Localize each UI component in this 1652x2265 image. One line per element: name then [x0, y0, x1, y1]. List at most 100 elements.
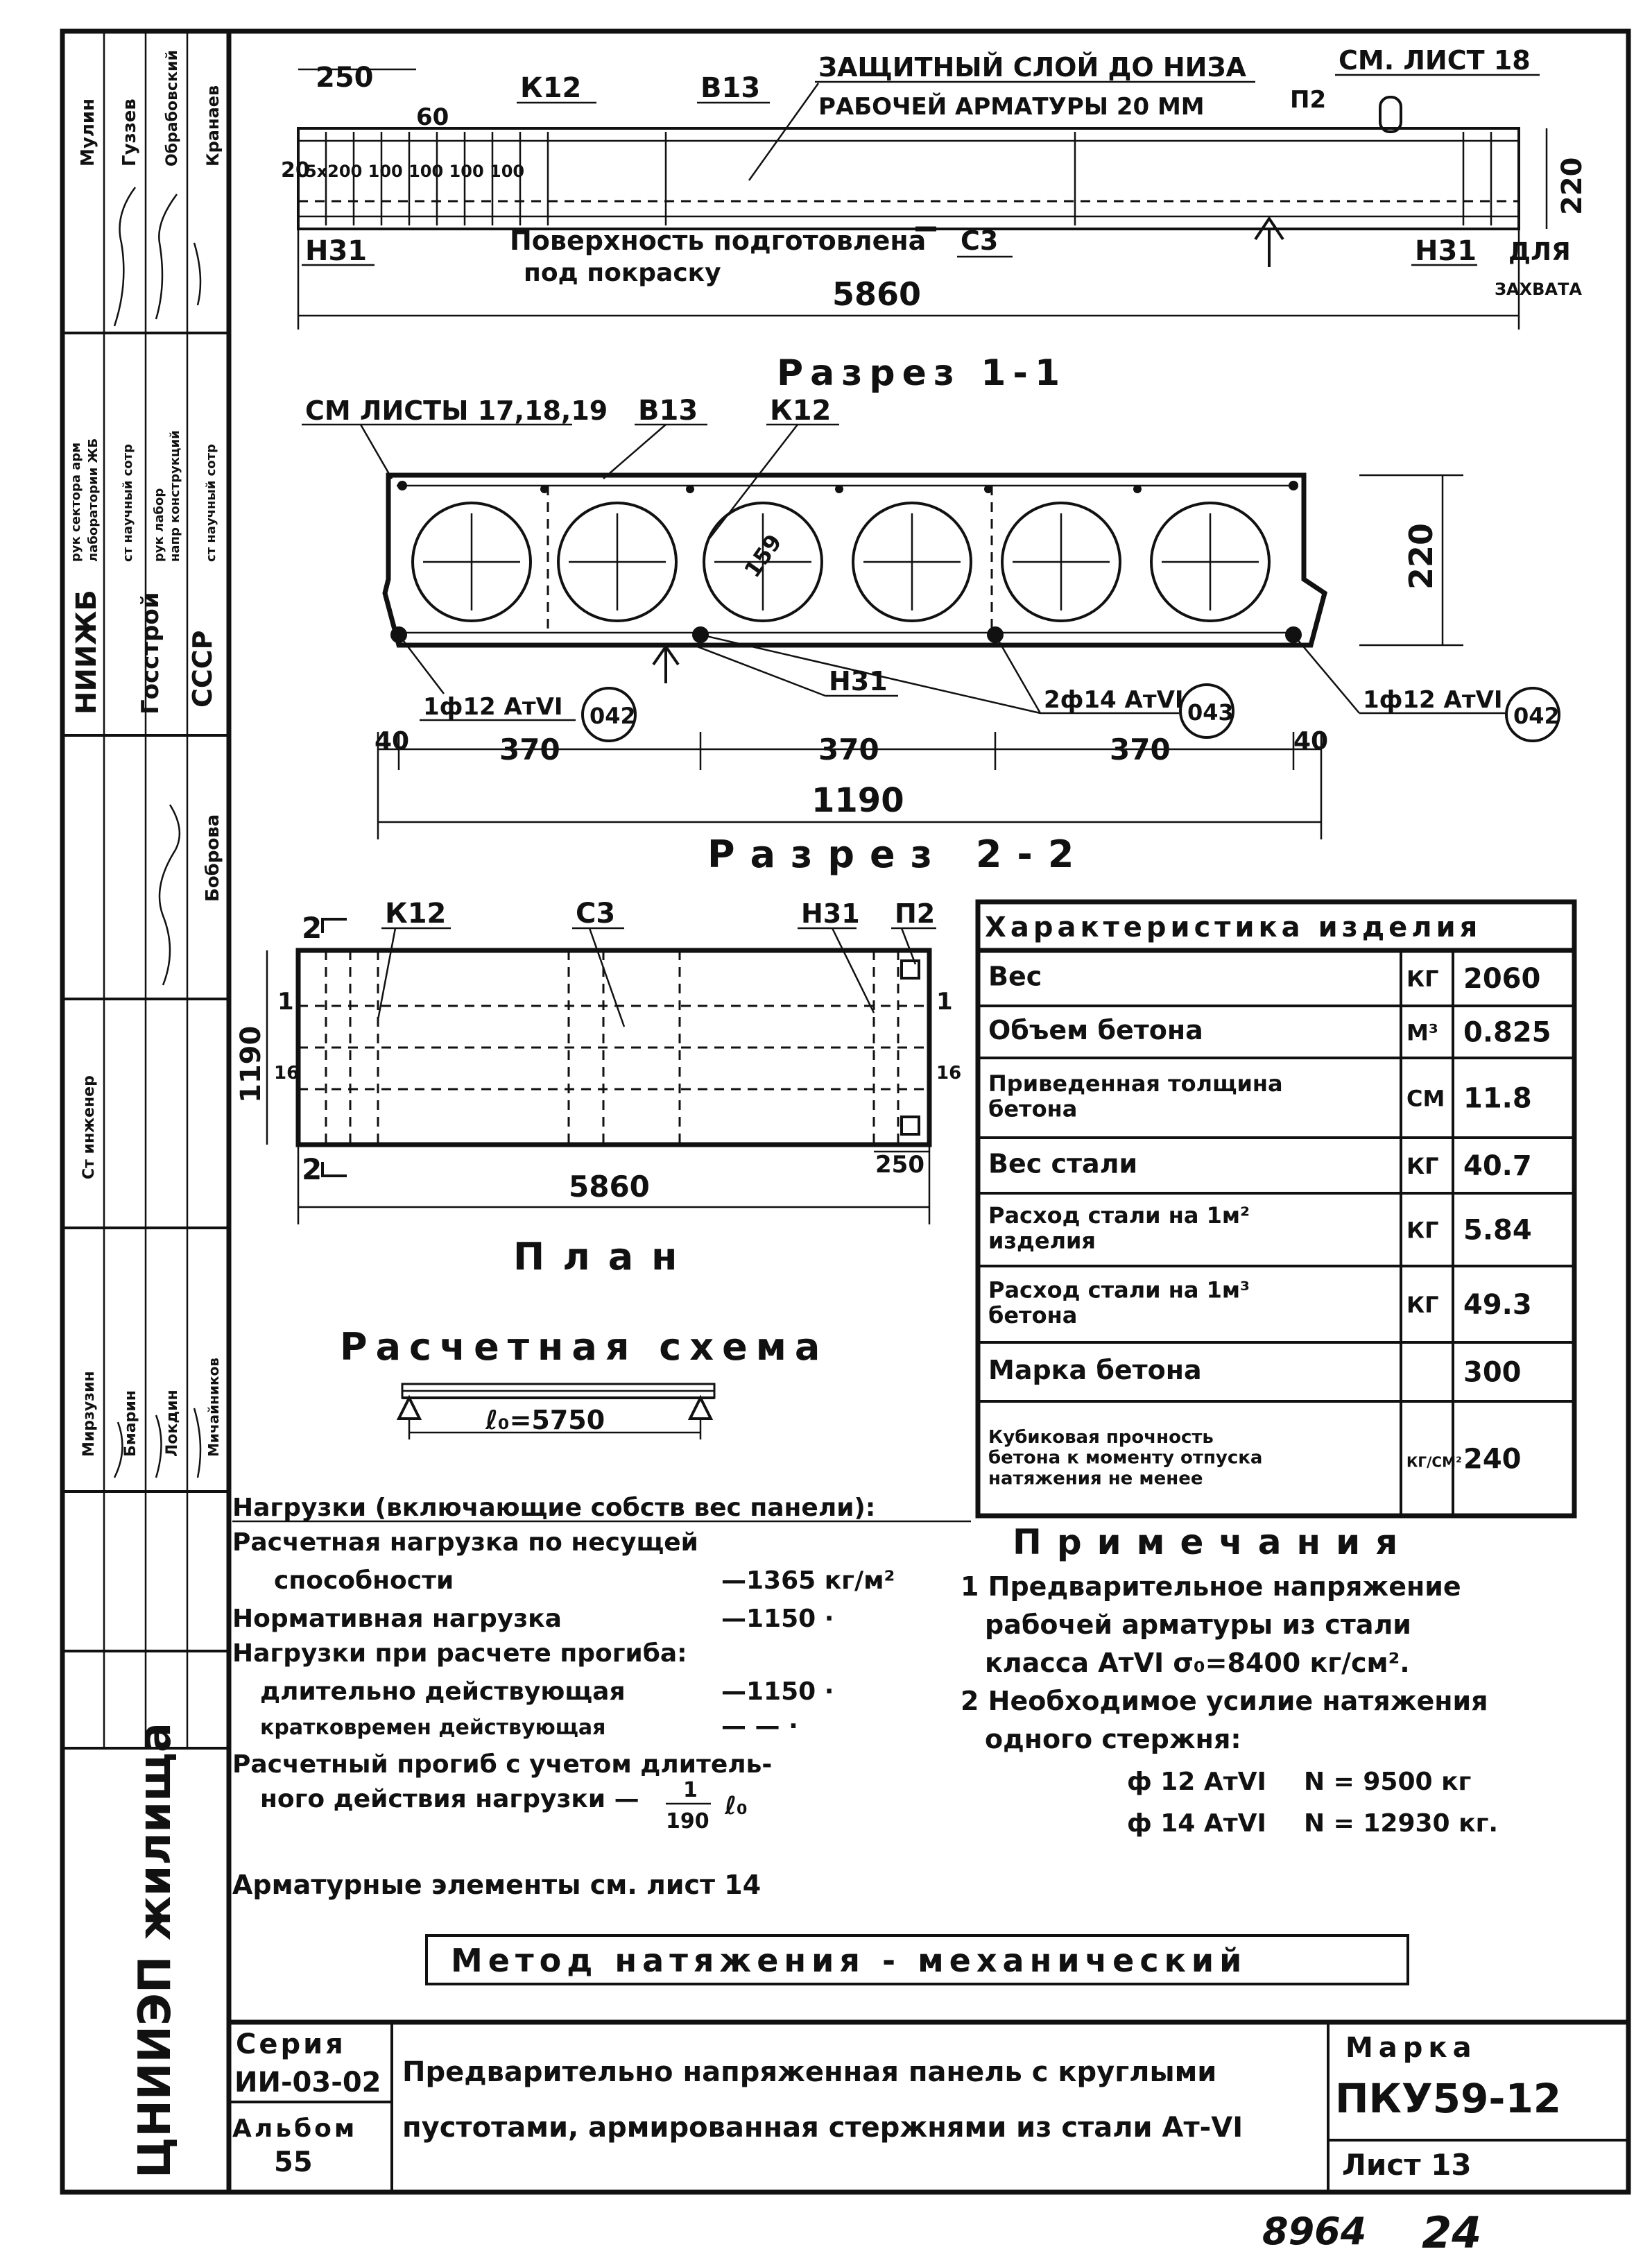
height-220-sec: 220 [1402, 523, 1440, 590]
lifting-loop-icon [1379, 96, 1402, 133]
sidebar-block: Мулин Гуззев Обрабовский Кранаев рук сек… [62, 31, 229, 2178]
char-row-1-value: 0.825 [1463, 1017, 1551, 1049]
section-1-1: Разрез 1-1 СМ ЛИСТЫ 17,18,19 В13 К12 159 [302, 352, 1560, 839]
char-row-0-value: 2060 [1463, 963, 1540, 995]
loads-line-2: способности [274, 1566, 454, 1595]
sidebar-org-sssr: СССР [187, 630, 218, 708]
loads-line-8: ного действия нагрузки — [260, 1785, 639, 1813]
mark-value: ПКУ59-12 [1335, 2075, 1561, 2122]
album-value: 55 [274, 2146, 313, 2178]
dim-40-left: 40 [375, 727, 409, 755]
loads-line-6: кратковремен действующая [260, 1716, 605, 1740]
sidebar-person-5: Боброва [203, 814, 223, 902]
notes-block: Примечания 1 Предварительное напряжение … [961, 1522, 1498, 1838]
sidebar-person-7: Бмарин [122, 1390, 139, 1457]
dim-60: 60 [416, 103, 449, 131]
plan-cut-mark-2-bottom: 2 [302, 1152, 322, 1186]
char-row-0-name: Вес [988, 961, 1042, 991]
deflection-fraction-den: 190 [666, 1809, 709, 1834]
note-1b: рабочей арматуры из стали [985, 1609, 1411, 1640]
plan-dim-1190: 1190 [235, 1026, 267, 1103]
plan-cut-mark-1-left: 1 [277, 988, 294, 1016]
rebar-elements-note: Арматурные элементы см. лист 14 [232, 1870, 761, 1900]
note-for-grip-2: ЗАХВАТА [1495, 280, 1582, 299]
section-arrow-icon [1254, 216, 1284, 241]
char-row-2-unit: СМ [1406, 1086, 1445, 1112]
plan-view: 2 2 К12 С3 Н31 П2 1 1 16 16 1190 250 586… [235, 898, 961, 1279]
note-for-painting: под покраску [524, 259, 721, 287]
loads-line-4: Нагрузки при расчете прогиба: [232, 1639, 687, 1668]
plan-dim-250: 250 [875, 1151, 924, 1179]
support-left-icon [396, 1394, 422, 1420]
loads-line-5-value: —1150 · [721, 1677, 834, 1706]
characteristics-table: Характеристика изделия [975, 899, 1577, 1519]
char-row-0-unit: КГ [1406, 966, 1439, 992]
char-row-3-value: 40.7 [1463, 1150, 1532, 1182]
sidebar-org-main: ЦНИИЭП жилища [130, 1723, 181, 2178]
plan-length-5860: 5860 [569, 1170, 650, 1204]
bar-label-left: 1ф12 АтVI [423, 693, 563, 721]
label-s3-plan: С3 [576, 898, 615, 930]
note-2a: 2 Необходимое усилие натяжения [961, 1686, 1488, 1716]
plan-cut-mark-2-top: 2 [302, 911, 322, 945]
width-1190-sec: 1190 [811, 781, 904, 820]
series-value: ИИ-03-02 [234, 2067, 381, 2099]
panel-elevation-outline [297, 127, 1520, 230]
loads-line-2-value: —1365 кг/м² [721, 1566, 895, 1595]
sidebar-position-4: рук лабор [152, 488, 166, 562]
sidebar-org-gosstroy: Госстрой [137, 592, 164, 715]
description-line-1: Предварительно напряженная панель с круг… [402, 2056, 1216, 2088]
calc-span: ℓ₀=5750 [485, 1405, 605, 1435]
support-right-icon [687, 1394, 714, 1420]
char-row-2-value: 11.8 [1463, 1083, 1532, 1115]
see-sheet-18: СМ. ЛИСТ 18 [1339, 45, 1531, 76]
bar-tag-left [581, 687, 637, 742]
sidebar-position-1: рук сектора арм [69, 443, 83, 562]
bar-tag-left-text: 042 [590, 703, 636, 729]
dim-370-1: 370 [499, 733, 560, 767]
sidebar-person-4: Кранаев [203, 85, 223, 166]
char-row-6-name: Марка бетона [988, 1355, 1202, 1385]
bar-tag-mid [1179, 683, 1234, 739]
calc-scheme: Расчетная схема ℓ₀=5750 [340, 1325, 820, 1439]
sidebar-position-5: напр конструкций [168, 430, 182, 562]
see-sheets-17-18-19: СМ ЛИСТЫ 17,18,19 [305, 395, 608, 426]
note-2b: одного стержня: [985, 1724, 1241, 1754]
label-k12-plan: К12 [385, 898, 446, 930]
stirrup-spacing: 5х200 100 100 100 100 [305, 162, 524, 181]
label-v13-sec: В13 [638, 395, 698, 427]
char-row-3-name: Вес стали [988, 1148, 1137, 1179]
note-1c: класса АтVI σ₀=8400 кг/см². [985, 1648, 1410, 1678]
char-row-4-value: 5.84 [1463, 1215, 1532, 1247]
loads-line-6-value: — — · [721, 1712, 798, 1741]
loads-block: Нагрузки (включающие собств вес панели):… [232, 1494, 971, 1900]
sidebar-org-niizhb: НИИЖБ [71, 590, 103, 715]
char-row-1-unit: М³ [1406, 1020, 1438, 1046]
char-row-3-unit: КГ [1406, 1153, 1439, 1179]
bar-label-mid: 2ф14 АтVI [1044, 686, 1184, 714]
signature-scribble-3 [113, 1408, 202, 1478]
bar-tag-right-text: 042 [1513, 703, 1560, 729]
stirrup-lines [325, 132, 1492, 225]
series-label: Серия [236, 2028, 346, 2060]
note-f14-force: N = 12930 кг. [1304, 1809, 1498, 1838]
signature-scribble-1 [113, 187, 202, 327]
sidebar-position-2: лаборатории ЖБ [86, 438, 101, 562]
sidebar-person-3: Обрабовский [164, 50, 181, 166]
plan-lifting-loop-2 [900, 1116, 920, 1136]
description-line-2: пустотами, армированная стержнями из ста… [402, 2112, 1243, 2144]
hollow-core-section-outline [382, 472, 1328, 648]
plan-lifting-loop [900, 959, 920, 980]
note-protective-layer: ЗАЩИТНЫЙ СЛОЙ ДО НИЗА [818, 52, 1246, 83]
sidebar-person-1: Мулин [78, 99, 98, 166]
sheet-number: Лист 13 [1342, 2148, 1472, 2182]
plan-dim-16-left: 16 [274, 1063, 299, 1084]
dim-250-top: 250 [316, 62, 374, 94]
note-f12-force: N = 9500 кг [1304, 1768, 1471, 1796]
sidebar-person-9: Мичайников [205, 1358, 222, 1457]
page-number: 24 [1422, 2207, 1481, 2258]
